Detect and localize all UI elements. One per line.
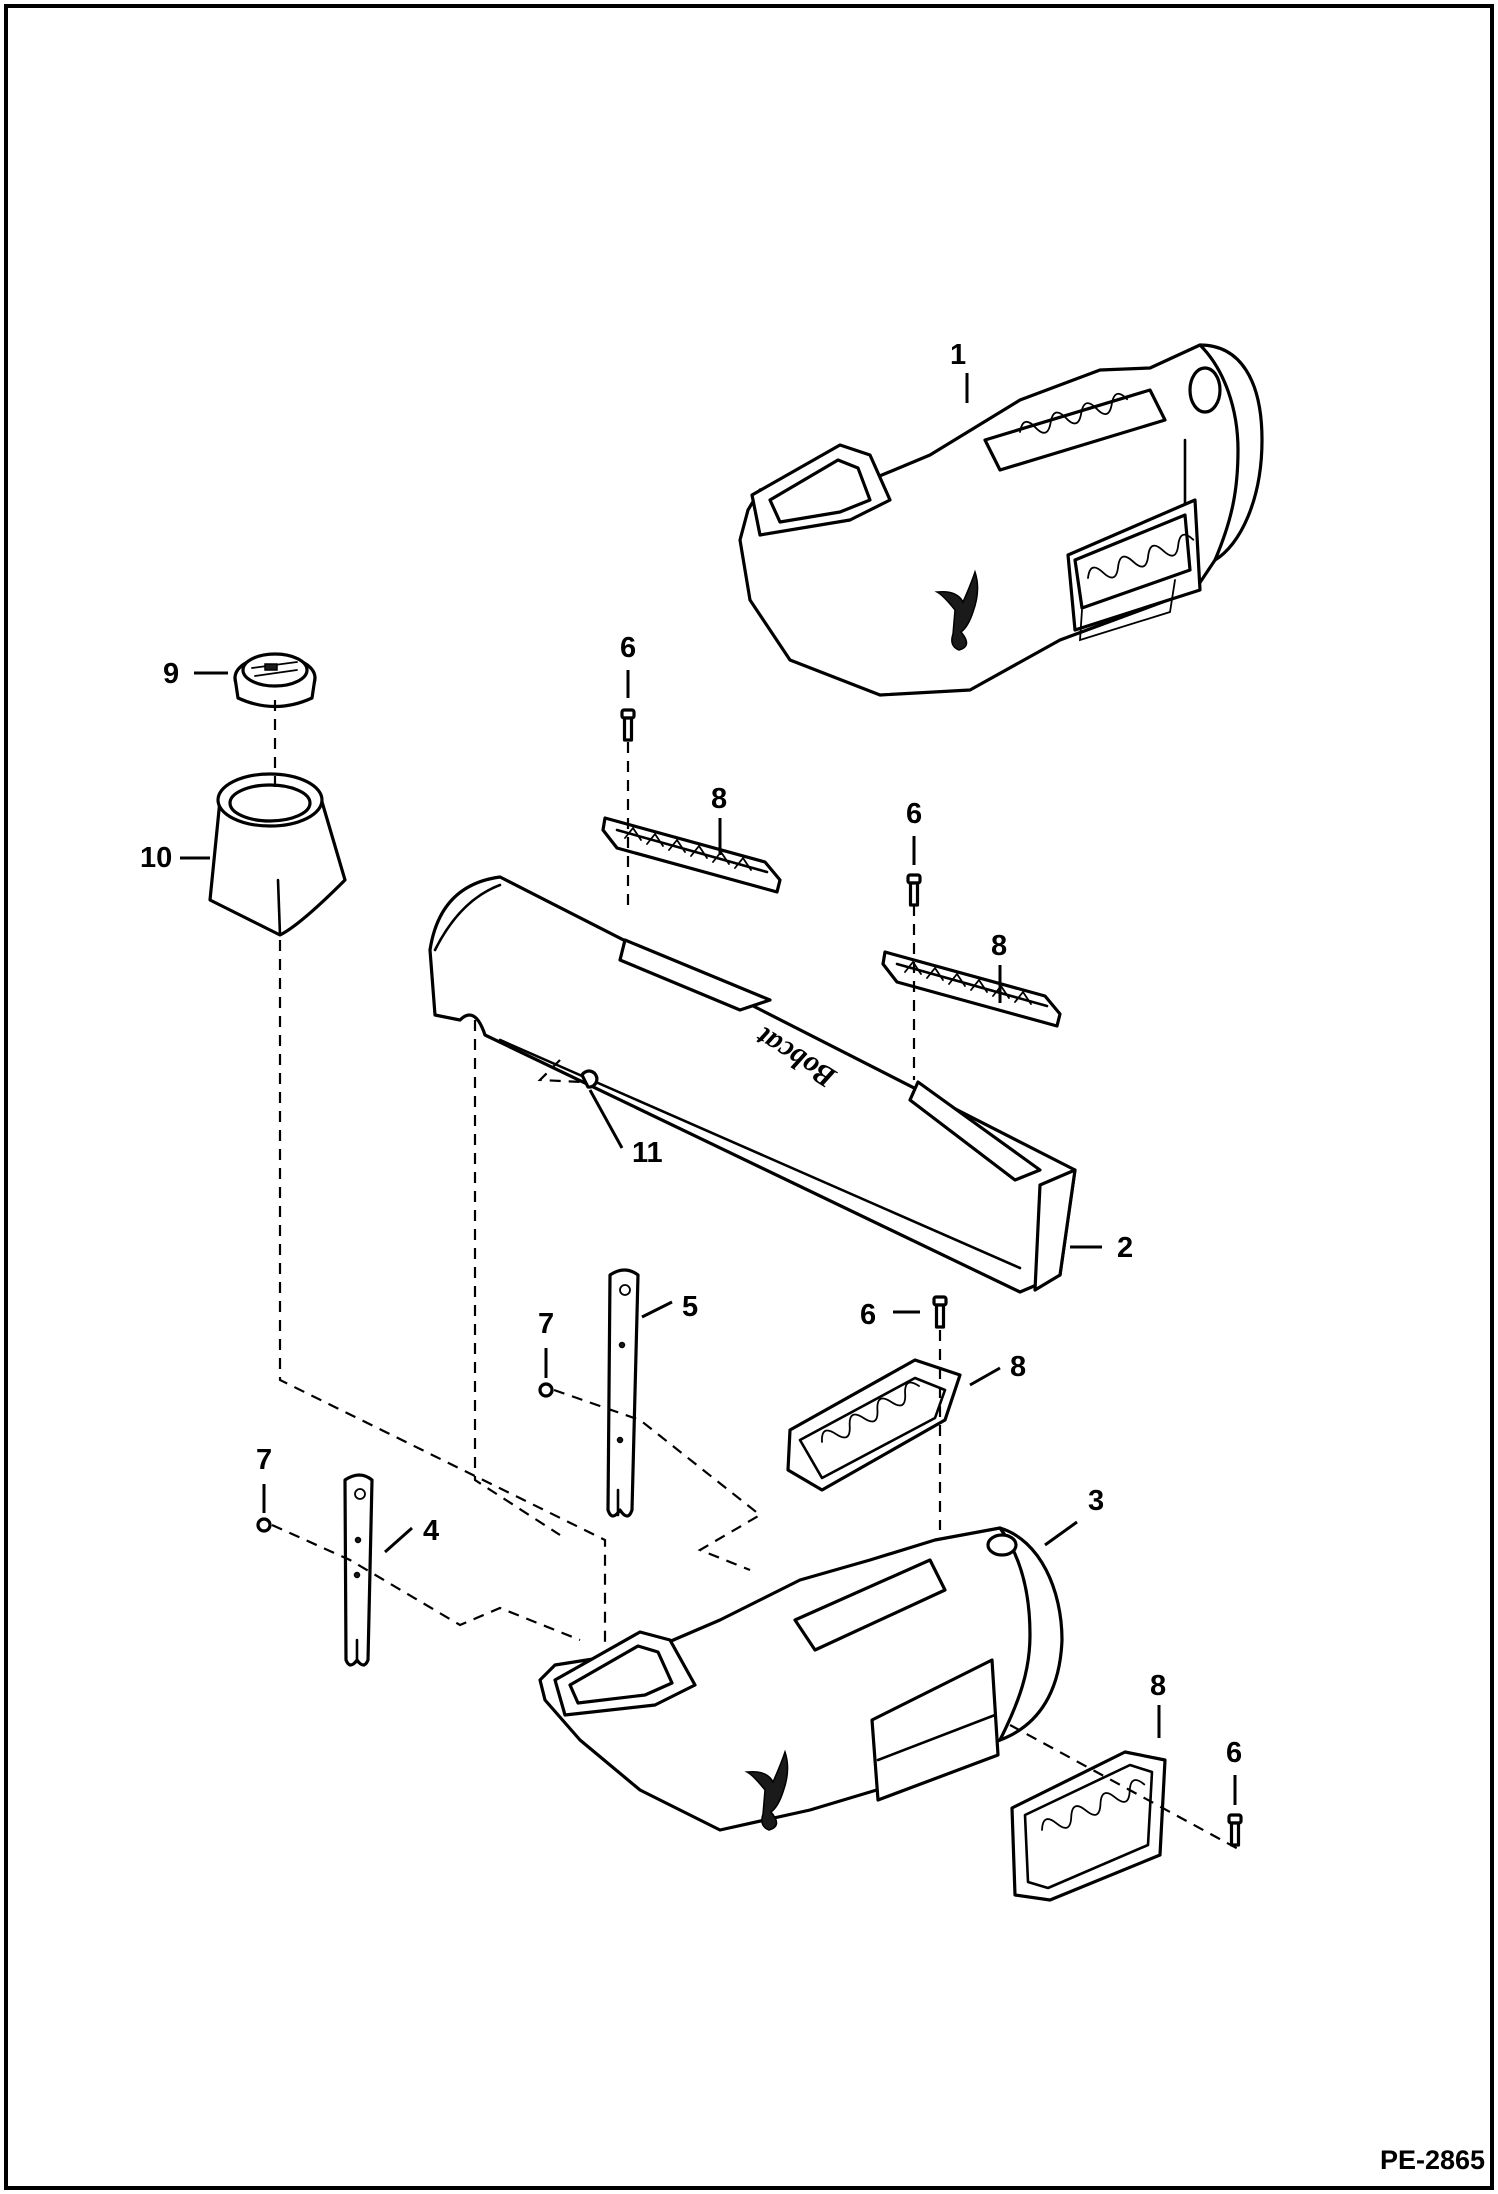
callout-4: 4: [423, 1515, 439, 1547]
callout-9: 9: [163, 658, 179, 690]
rivet-upper: [538, 1382, 554, 1398]
louvered-vent-side: [1010, 1750, 1167, 1902]
callout-2: 2: [1117, 1232, 1133, 1264]
callout-5: 5: [682, 1291, 698, 1323]
bobcat-logo-lower-icon: [744, 1749, 789, 1831]
callout-11: 11: [632, 1137, 663, 1169]
clip: [580, 1069, 599, 1089]
louvered-vent-lower: [786, 1358, 962, 1492]
center-duct: Bobcat: [428, 875, 1077, 1294]
vent-adapter: [208, 772, 347, 937]
callout-8-lower: 8: [1010, 1351, 1026, 1383]
callout-8-side: 8: [1150, 1670, 1166, 1702]
callout-7-upper: 7: [538, 1308, 554, 1340]
callout-8-mid: 8: [991, 930, 1007, 962]
rivet-lower: [256, 1517, 272, 1533]
mounting-strap-5: [606, 1268, 640, 1518]
callout-7-lower: 7: [256, 1444, 272, 1476]
callout-10: 10: [140, 842, 172, 874]
mounting-strap-4: [343, 1473, 374, 1667]
callout-6-lower-mid: 6: [860, 1299, 876, 1331]
bobcat-logo-icon: [934, 569, 979, 651]
diagram-code: PE-2865: [1380, 2145, 1485, 2175]
assembly-dashed-lines: [271, 700, 1241, 1851]
callout-8-top: 8: [711, 783, 727, 815]
round-vent: [233, 652, 317, 708]
lower-duct-housing: [538, 1526, 1064, 1832]
callout-6-mid: 6: [906, 798, 922, 830]
callout-6-top: 6: [620, 632, 636, 664]
callout-3: 3: [1088, 1485, 1104, 1517]
upper-duct-housing: [738, 343, 1264, 697]
diagram-border: [4, 4, 1494, 2190]
callout-1: 1: [950, 339, 966, 371]
callout-6-side: 6: [1226, 1737, 1242, 1769]
